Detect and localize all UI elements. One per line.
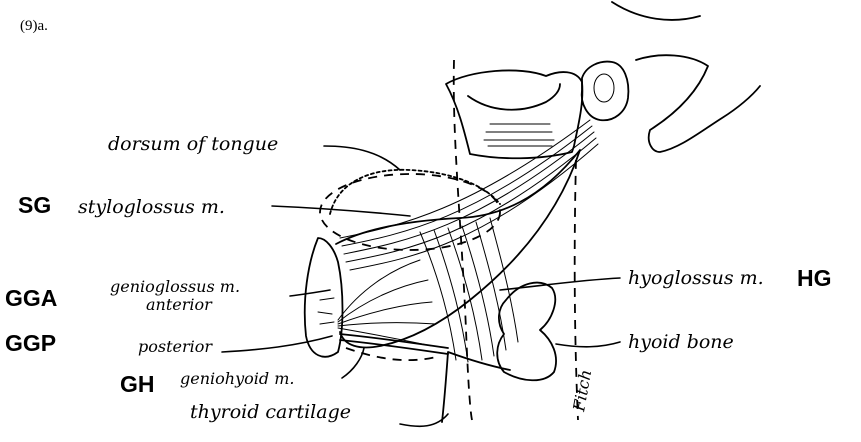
skull-outline — [612, 2, 760, 152]
genioglossus-fibres — [338, 260, 436, 346]
vertebra-body — [468, 84, 560, 110]
leader-dorsum — [324, 146, 400, 170]
mastoid-outline — [582, 62, 629, 121]
leader-posterior — [222, 336, 332, 352]
abbr-hg: HG — [797, 265, 832, 291]
abbr-ggp: GGP — [5, 330, 56, 356]
label-genioglossus: genioglossus m. — [110, 277, 240, 296]
label-anterior: anterior — [146, 295, 213, 314]
leader-geniohyoid — [342, 348, 364, 378]
label-styloglossus: styloglossus m. — [78, 196, 225, 218]
leader-thyroid — [400, 414, 448, 426]
label-hyoid: hyoid bone — [628, 331, 734, 353]
leader-hyoglossus — [500, 278, 620, 290]
ear-canal — [594, 74, 614, 102]
leader-styloglossus — [272, 206, 410, 216]
vertebra-outline — [446, 70, 582, 158]
abbr-gga: GGA — [5, 285, 57, 311]
leader-hyoid — [556, 342, 620, 347]
dorsum-outline — [330, 170, 500, 214]
label-posterior: posterior — [138, 337, 213, 356]
label-geniohyoid: geniohyoid m. — [180, 369, 294, 388]
abbr-gh: GH — [120, 371, 155, 397]
geniohyoid-muscle — [340, 334, 448, 354]
thyroid-outline — [442, 352, 510, 422]
hyoid-outline — [497, 283, 556, 381]
leader-genioglossus — [290, 290, 330, 296]
abbr-sg: SG — [18, 192, 51, 218]
labels: dorsum of tongue SG styloglossus m. geni… — [5, 133, 832, 426]
label-dorsum: dorsum of tongue — [108, 133, 278, 155]
label-thyroid: thyroid cartilage — [190, 401, 351, 423]
label-hyoglossus: hyoglossus m. — [628, 267, 764, 289]
pharyngeal-line — [454, 60, 472, 420]
artist-signature: Fitch — [569, 368, 595, 414]
figure-label: (9)a. — [20, 18, 48, 34]
